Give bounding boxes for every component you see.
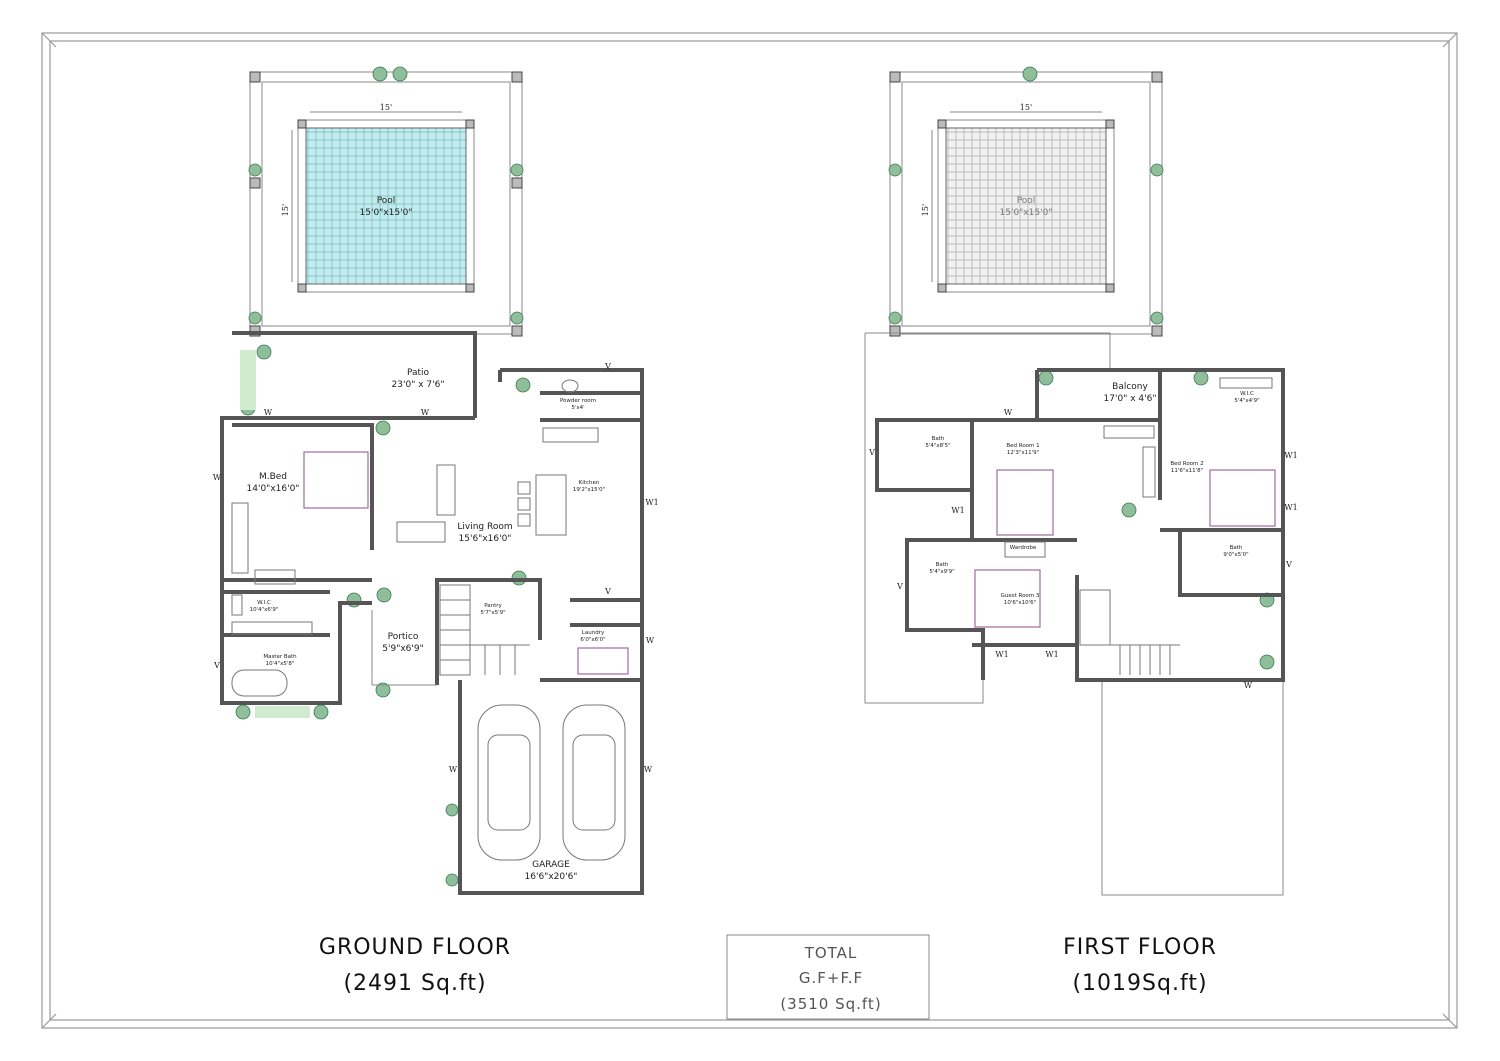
- mbath-dim: 10'4"x5'8": [266, 661, 295, 667]
- pool-deck-ff: 15' 15' Pool 15'0"x15'0": [888, 66, 1275, 670]
- svg-text:V: V: [604, 362, 611, 371]
- svg-text:12'3"x11'9": 12'3"x11'9": [1007, 450, 1039, 456]
- first-floor-title: FIRST FLOOR: [1063, 935, 1217, 960]
- svg-text:W1: W1: [1284, 503, 1297, 512]
- svg-text:V: V: [604, 587, 611, 596]
- svg-text:Pool: Pool: [1017, 196, 1036, 206]
- furniture-gf: [231, 379, 629, 697]
- mbath-label: Master Bath: [263, 654, 297, 660]
- room-labels-ff: Balcony 17'0" x 4'6" W.I.C 5'4"x4'9" Bat…: [925, 382, 1259, 606]
- svg-text:W1: W1: [995, 650, 1008, 659]
- svg-text:Wardrobe: Wardrobe: [1010, 545, 1037, 551]
- stairs-gf: [439, 584, 530, 676]
- ground-floor-title: GROUND FLOOR: [319, 935, 511, 960]
- svg-text:W: W: [646, 636, 655, 645]
- svg-text:W: W: [213, 473, 222, 482]
- guest-label: Guest Room 3: [1001, 593, 1040, 599]
- svg-text:15': 15': [1020, 103, 1032, 112]
- powder-label: Powder room: [560, 398, 596, 404]
- svg-text:5'4"x4'9": 5'4"x4'9": [1234, 398, 1259, 404]
- svg-text:W.I.C: W.I.C: [1240, 391, 1254, 397]
- pool-dim-top: 15': [380, 103, 392, 112]
- wic-label: W.I.C: [257, 600, 271, 606]
- svg-text:Bath: Bath: [1230, 545, 1243, 551]
- window-labels-ff: W V W1 W1 W1 V V W1 W1 W: [868, 408, 1298, 690]
- svg-text:W: W: [449, 765, 458, 774]
- svg-text:5'4"x8'5": 5'4"x8'5": [925, 443, 950, 449]
- walls-ff: [864, 332, 1285, 896]
- portico-label: Portico: [388, 632, 419, 642]
- laundry-label: Laundry: [582, 630, 605, 636]
- furniture-ff: [974, 377, 1276, 675]
- svg-text:W: W: [1004, 408, 1013, 417]
- mbed-dim: 14'0"x16'0": [247, 484, 300, 494]
- kitchen-label: Kitchen: [579, 480, 600, 486]
- walls-gf: [220, 331, 644, 895]
- svg-text:W: W: [421, 408, 430, 417]
- living-dim: 15'6"x16'0": [459, 534, 512, 544]
- first-floor-area: (1019Sq.ft): [1072, 971, 1207, 996]
- balcony-label: Balcony: [1112, 382, 1148, 392]
- first-floor-plan: 15' 15' Pool 15'0"x15'0": [864, 66, 1298, 996]
- kitchen-dim: 19'2"x15'0": [573, 487, 605, 493]
- pool-dim-side: 15': [281, 204, 290, 216]
- ground-floor-plan: 15' 15' Pool 15'0"x15'0": [213, 66, 659, 996]
- bed1-label: Bed Room 1: [1006, 443, 1039, 449]
- total-sub: G.F+F.F: [799, 969, 863, 987]
- svg-text:W1: W1: [1284, 451, 1297, 460]
- svg-text:V: V: [213, 661, 220, 670]
- garage-label: GARAGE: [532, 860, 570, 870]
- svg-text:V: V: [896, 582, 903, 591]
- garage-dim: 16'6"x20'6": [525, 872, 578, 882]
- total-area: (3510 Sq.ft): [780, 995, 881, 1013]
- svg-text:W1: W1: [1045, 650, 1058, 659]
- balcony-dim: 17'0" x 4'6": [1104, 394, 1157, 404]
- room-labels-gf: Patio 23'0" x 7'6" M.Bed 14'0"x16'0" Liv…: [247, 368, 606, 882]
- svg-text:V: V: [1285, 560, 1292, 569]
- svg-text:W1: W1: [951, 506, 964, 515]
- powder-dim: 5'x4': [571, 405, 584, 411]
- window-labels-gf: W W V W W1 V V W W W: [213, 362, 659, 774]
- svg-text:5'4"x9'9": 5'4"x9'9": [929, 569, 954, 575]
- svg-text:W: W: [644, 765, 653, 774]
- pantry-label: Pantry: [484, 603, 502, 609]
- svg-text:11'6"x11'8": 11'6"x11'8": [1171, 468, 1203, 474]
- ground-floor-area: (2491 Sq.ft): [343, 971, 486, 996]
- svg-text:W1: W1: [645, 498, 658, 507]
- pantry-dim: 5'7"x5'9": [480, 610, 505, 616]
- bed2-label: Bed Room 2: [1170, 461, 1203, 467]
- sheet-border: [41, 32, 1458, 1029]
- pool-deck: 15' 15' Pool 15'0"x15'0": [249, 71, 523, 337]
- svg-text:W: W: [264, 408, 273, 417]
- pool-label: Pool: [377, 196, 396, 206]
- pool-dim: 15'0"x15'0": [360, 208, 413, 218]
- laundry-dim: 6'0"x6'0": [580, 637, 605, 643]
- mbed-label: M.Bed: [259, 472, 287, 482]
- plants: [235, 66, 531, 887]
- svg-text:15': 15': [921, 204, 930, 216]
- cars: [477, 704, 626, 861]
- total-label: TOTAL: [804, 944, 858, 962]
- svg-text:Bath: Bath: [932, 436, 945, 442]
- svg-text:15'0"x15'0": 15'0"x15'0": [1000, 208, 1053, 218]
- patio-dim: 23'0" x 7'6": [392, 380, 445, 390]
- svg-text:W: W: [1244, 681, 1253, 690]
- portico-dim: 5'9"x6'9": [382, 644, 423, 654]
- svg-text:Bath: Bath: [936, 562, 949, 568]
- svg-text:10'6"x10'6": 10'6"x10'6": [1004, 600, 1036, 606]
- wic-dim: 10'4"x6'9": [250, 607, 279, 613]
- pool-water: [305, 127, 467, 285]
- pool-void: [945, 127, 1107, 285]
- svg-text:V: V: [868, 448, 875, 457]
- living-label: Living Room: [457, 522, 512, 532]
- total-area-box: TOTAL G.F+F.F (3510 Sq.ft): [726, 934, 930, 1020]
- svg-text:9'0"x5'0": 9'0"x5'0": [1223, 552, 1248, 558]
- patio-label: Patio: [407, 368, 430, 378]
